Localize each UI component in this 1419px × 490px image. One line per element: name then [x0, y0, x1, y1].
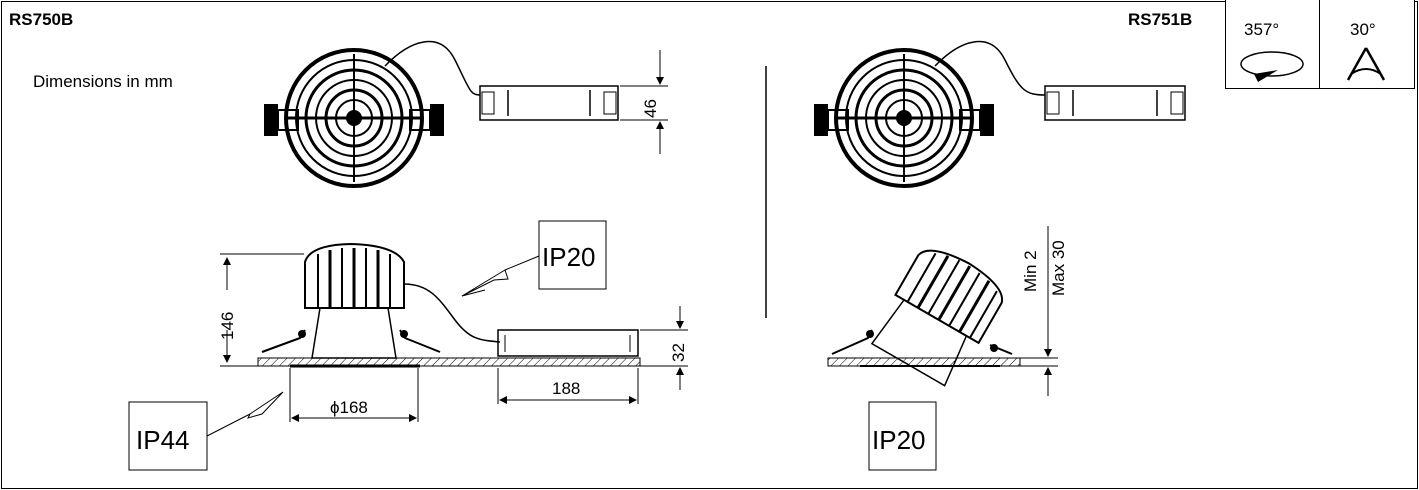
top-view-right — [814, 40, 1186, 188]
model-label-right: RS751B — [1128, 10, 1193, 29]
model-label-left: RS750B — [9, 10, 74, 29]
dim-driver-height: 32 — [669, 343, 688, 362]
top-view-left: 46 — [264, 40, 668, 188]
side-view-left: 146 ϕ168 32 188 — [218, 242, 688, 422]
ip-rating-left-top: IP20 — [542, 242, 596, 272]
ip-rating-right-bottom: IP20 — [872, 425, 926, 455]
ip-callout-left-top: IP20 — [461, 220, 607, 297]
side-view-right: Min 2 Max 30 — [827, 226, 1068, 396]
dim-driver-length: 188 — [552, 379, 580, 398]
rotation-angle-value: 357° — [1244, 20, 1280, 39]
tilt-angle-value: 30° — [1350, 20, 1376, 39]
ip-rating-left-bottom: IP44 — [136, 425, 190, 455]
dim-diameter: ϕ168 — [330, 398, 368, 417]
dim-ceiling-min: Min 2 — [1021, 250, 1040, 292]
ip-callout-right-bottom: IP20 — [868, 401, 937, 471]
rating-box: 357° 30° — [1225, 0, 1415, 89]
dimensions-note: Dimensions in mm — [33, 72, 173, 91]
rotation-icon — [1240, 51, 1304, 82]
dim-total-height: 146 — [218, 312, 237, 340]
tilt-angle-icon — [1346, 47, 1386, 81]
ip-callout-left-bottom: IP44 — [128, 391, 284, 471]
dim-driver-width: 46 — [641, 99, 660, 118]
rating-divider — [1319, 0, 1320, 88]
dim-ceiling-max: Max 30 — [1049, 240, 1068, 296]
